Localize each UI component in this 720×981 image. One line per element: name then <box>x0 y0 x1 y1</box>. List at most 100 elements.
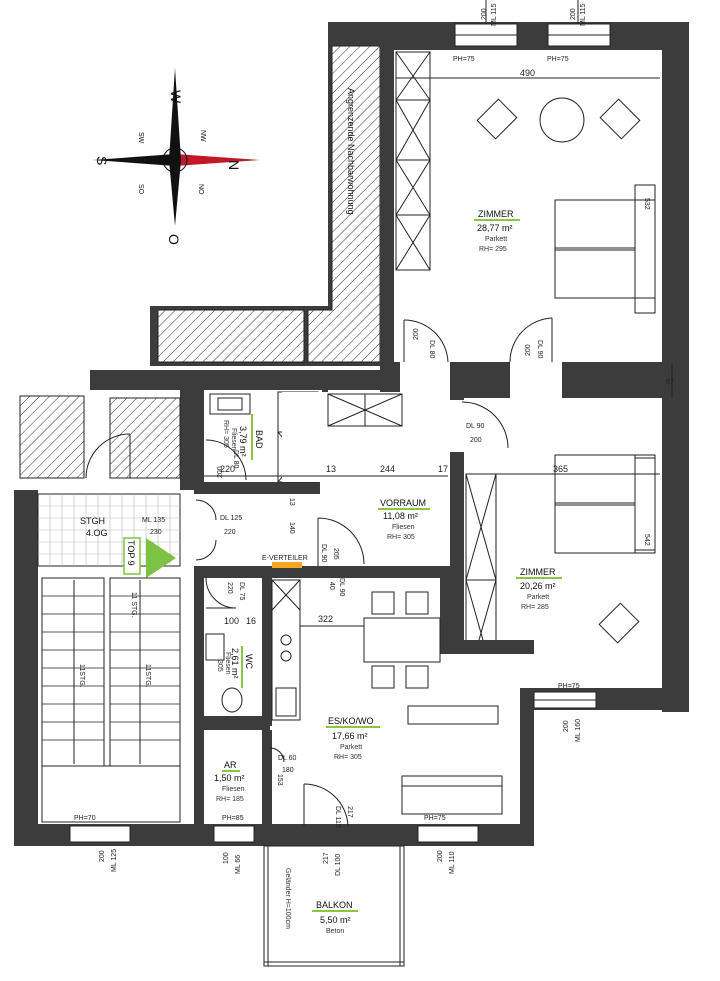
room-vorraum-height: RH= 305 <box>387 534 415 541</box>
dim-b-stair: 200 <box>99 850 106 862</box>
dim-ph75-b: PH=75 <box>547 56 569 63</box>
dim-dl90-a: DL 90 <box>536 340 543 359</box>
dim-b-door-h: 217 <box>323 852 330 864</box>
compass-nw: NW <box>199 130 206 142</box>
compass-east: O <box>166 234 182 245</box>
room-wc-height: 305 <box>216 660 223 672</box>
dim-40: 40 <box>328 582 335 590</box>
room-vorraum-name: VORRAUM <box>380 498 426 508</box>
top-label: TOP 9 <box>126 540 136 566</box>
room-eskowo-name: ES/KO/WO <box>328 716 374 726</box>
stgh-floor: 4.OG <box>86 528 108 538</box>
room-wc-area: 2,61 m² <box>230 648 240 679</box>
stairwell: STGH 4.OG ML 135 230 TOP 9 <box>19 395 181 872</box>
compass-no: NO <box>197 184 204 195</box>
dim-153: 153 <box>276 774 283 786</box>
dim-b-win-ml: ML 110 <box>449 851 456 874</box>
dim-b-win: 200 <box>437 850 444 862</box>
room-vorraum-floor: Fliesen <box>392 524 415 531</box>
bottom-dims: 217 DL 100 200 ML 110 <box>323 850 456 876</box>
room-wc: DL 75 220 100 16 WC 2,61 m² Fliesen 305 <box>204 577 262 716</box>
dim-140: 140 <box>288 522 295 534</box>
dim-322: 322 <box>318 614 333 624</box>
room-ar-floor: Fliesen <box>222 786 245 793</box>
dim-365: 365 <box>553 464 568 474</box>
room-zimmer-1-area: 28,77 m² <box>477 223 513 233</box>
dim-dl60: DL 60 <box>278 755 297 762</box>
room-ar: AR 1,50 m² Fliesen RH= 185 PH=85 100 ML … <box>204 730 262 874</box>
dim-b-door: DL 100 <box>335 854 342 876</box>
dim-ph75-c: PH=75 <box>558 683 580 690</box>
room-vorraum-area: 11,08 m² <box>383 511 418 521</box>
dim-67: 67 <box>666 379 674 386</box>
dim-ml135: ML 135 <box>142 517 165 524</box>
dim-dl90-a-h: 200 <box>525 344 532 356</box>
dim-dl90-d: DL 90 <box>338 578 345 597</box>
room-zimmer-1-name: ZIMMER <box>478 209 514 219</box>
dim-bad-dl80-h: 200 <box>217 466 224 478</box>
dim-ph85: PH=85 <box>222 815 244 822</box>
stgh-name: STGH <box>80 516 105 526</box>
room-bad-area: 3,79 m² <box>238 426 248 457</box>
dim-532: 532 <box>643 198 650 210</box>
room-ar-height: RH= 185 <box>216 796 244 803</box>
compass-sw: SW <box>137 132 144 144</box>
room-wc-name: WC <box>244 654 254 669</box>
dim-244: 244 <box>380 464 395 474</box>
dim-dl80-h: 200 <box>413 328 420 340</box>
dim-13b: 13 <box>288 498 295 506</box>
compass-west: W <box>168 90 184 104</box>
top-windows: 200 ML 115 200 ML 115 PH=75 PH=75 <box>453 0 611 63</box>
dim-ph75-a: PH=75 <box>453 56 475 63</box>
compass-n-icon <box>175 154 260 166</box>
room-zimmer-2-height: RH= 285 <box>521 604 549 611</box>
room-vorraum: 220 13 244 17 13 140 VORRAUM 11,08 m² Fl… <box>195 392 450 568</box>
dim-b-stair-ml: ML 125 <box>111 849 118 872</box>
compass-so: SO <box>137 184 144 195</box>
room-zimmer-2-name: ZIMMER <box>520 567 556 577</box>
dim-right-win-h: 200 <box>563 720 570 732</box>
dim-dl75: DL 75 <box>238 582 245 601</box>
room-ar-name: AR <box>224 760 237 770</box>
dim-top-window1: 200 <box>481 8 488 20</box>
dim-dl125: DL 125 <box>220 515 242 522</box>
railing-label: Geländer H=100cm <box>284 868 291 929</box>
dim-dl80: DL 80 <box>428 340 435 359</box>
room-zimmer-1: 490 532 ZIMMER 28,77 m² Parkett RH= 295 <box>395 51 660 314</box>
dim-dl90-c: DL 90 <box>320 544 327 563</box>
dim-17: 17 <box>438 464 448 474</box>
dim-dl75-h: 220 <box>226 582 233 594</box>
dim-220: 220 <box>220 464 235 474</box>
neighbor-apartment: Angrenzende Nachbarwohnung <box>150 22 392 366</box>
room-eskowo: DL 90 40 322 ES/KO/WO 17,66 m² Parkett R… <box>269 578 520 843</box>
compass-rose: W O S N SW NW SO NO <box>93 68 260 245</box>
dim-bad-dl80: DL 80 <box>232 450 239 469</box>
dim-dl90-c-h: 205 <box>332 548 339 560</box>
room-zimmer-1-height: RH= 295 <box>479 246 507 253</box>
dim-100: 100 <box>224 616 239 626</box>
dim-b-ar-ml: ML 66 <box>235 855 242 874</box>
room-eskowo-area: 17,66 m² <box>332 731 368 741</box>
dim-dl110-h: 217 <box>346 806 353 818</box>
dim-right-win-ml: ML 160 <box>575 719 582 742</box>
dim-top-window2: 200 <box>570 8 577 20</box>
dim-490: 490 <box>520 68 535 78</box>
balcony: Geländer H=100cm BALKON 5,50 m² Beton <box>263 845 405 967</box>
room-bad-height: RH= 305 <box>222 420 229 448</box>
e-verteiler-label: E-VERTEILER <box>262 555 308 562</box>
dim-dl125-h: 220 <box>224 529 236 536</box>
room-balkon-name: BALKON <box>316 900 353 910</box>
room-eskowo-height: RH= 305 <box>334 754 362 761</box>
room-bad-name: BAD <box>254 430 264 449</box>
dim-dl110: DL 110 <box>334 806 341 828</box>
dim-16: 16 <box>246 616 256 626</box>
dim-top-window1-ml: ML 115 <box>491 3 498 26</box>
dim-180: 180 <box>282 767 294 774</box>
room-zimmer-1-floor: Parkett <box>485 236 507 243</box>
dim-ml135-h: 230 <box>150 529 162 536</box>
compass-north: N <box>226 160 242 170</box>
stair-label-3: 11STG. <box>144 664 151 688</box>
room-zimmer-2-floor: Parkett <box>527 594 549 601</box>
dim-ph75-d: PH=75 <box>424 815 446 822</box>
